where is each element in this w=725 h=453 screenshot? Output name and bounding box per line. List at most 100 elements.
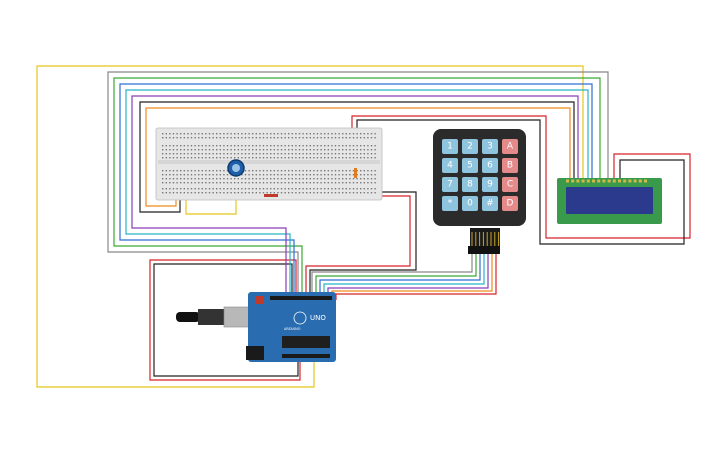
breadboard-hole [165, 133, 167, 135]
keypad-key-label: * [448, 199, 453, 209]
breadboard-hole [345, 145, 347, 147]
breadboard-hole [342, 157, 344, 159]
keypad-key[interactable] [502, 196, 518, 211]
breadboard-hole [298, 174, 301, 176]
breadboard-hole [252, 170, 254, 172]
breadboard-hole [201, 188, 203, 190]
breadboard-hole [295, 149, 297, 151]
breadboard-hole [291, 157, 293, 159]
keypad-key[interactable] [502, 177, 518, 192]
breadboard-hole [273, 174, 275, 176]
breadboard-hole [208, 182, 211, 184]
breadboard-hole [237, 178, 239, 180]
keypad-key[interactable] [442, 158, 458, 173]
breadboard-hole [280, 153, 283, 155]
keypad-key[interactable] [482, 196, 498, 211]
breadboard-hole [298, 192, 301, 194]
breadboard-hole [273, 137, 275, 139]
lcd-pin [623, 179, 627, 183]
breadboard-hole [291, 174, 293, 176]
usb-cable [176, 312, 200, 322]
breadboard-hole [288, 192, 290, 194]
breadboard-hole [190, 170, 193, 172]
breadboard-hole [237, 133, 239, 135]
breadboard-hole [244, 188, 247, 190]
breadboard-hole [198, 192, 200, 194]
breadboard-hole [198, 133, 200, 135]
power-jack [246, 346, 264, 360]
breadboard-hole [198, 153, 200, 155]
keypad-key[interactable] [462, 177, 478, 192]
breadboard-hole [331, 188, 333, 190]
breadboard-hole [219, 170, 221, 172]
breadboard-hole [169, 188, 171, 190]
breadboard-hole [252, 178, 254, 180]
keypad-key[interactable] [502, 158, 518, 173]
breadboard-hole [273, 178, 275, 180]
breadboard-hole [352, 149, 355, 151]
breadboard-hole [259, 145, 261, 147]
breadboard-hole [298, 178, 301, 180]
breadboard-hole [273, 182, 275, 184]
breadboard-hole [280, 178, 283, 180]
breadboard-hole [198, 182, 200, 184]
keypad-key[interactable] [462, 196, 478, 211]
wire-black-bb-arduino [309, 191, 417, 300]
breadboard-hole [363, 145, 365, 147]
breadboard-hole [237, 192, 239, 194]
breadboard-hole [176, 149, 178, 151]
breadboard-hole [334, 149, 337, 151]
keypad-key[interactable] [482, 158, 498, 173]
keypad-key[interactable] [502, 139, 518, 154]
breadboard-hole [345, 157, 347, 159]
breadboard-hole [219, 174, 221, 176]
breadboard-hole [212, 188, 214, 190]
breadboard-hole [255, 153, 257, 155]
breadboard-hole [298, 188, 301, 190]
keypad-key[interactable] [462, 158, 478, 173]
breadboard-hole [259, 157, 261, 159]
breadboard-hole [237, 157, 239, 159]
breadboard-hole [320, 145, 322, 147]
keypad-key[interactable] [442, 139, 458, 154]
breadboard-hole [252, 149, 254, 151]
breadboard-hole [180, 192, 182, 194]
breadboard-hole [162, 192, 164, 194]
breadboard-hole [219, 178, 221, 180]
breadboard-hole [331, 174, 333, 176]
breadboard-hole [356, 157, 358, 159]
keypad-key[interactable] [482, 177, 498, 192]
atmega-chip [282, 336, 330, 348]
breadboard-hole [183, 182, 185, 184]
keypad-key[interactable] [442, 196, 458, 211]
keypad-key[interactable] [482, 139, 498, 154]
breadboard-hole [352, 133, 355, 135]
breadboard-hole [241, 178, 243, 180]
keypad-key[interactable] [442, 177, 458, 192]
breadboard-hole [374, 192, 376, 194]
breadboard-hole [342, 149, 344, 151]
breadboard-hole [270, 153, 272, 155]
breadboard-hole [284, 133, 286, 135]
breadboard-hole [237, 188, 239, 190]
breadboard-hole [226, 174, 229, 176]
breadboard-hole [284, 137, 286, 139]
breadboard-hole [374, 133, 376, 135]
breadboard-hole [169, 157, 171, 159]
breadboard-hole [345, 149, 347, 151]
lcd-pin [633, 179, 637, 183]
breadboard-hole [302, 149, 304, 151]
breadboard-hole [280, 137, 283, 139]
keypad-key[interactable] [462, 139, 478, 154]
wire-purple-top [131, 95, 579, 300]
breadboard-hole [313, 153, 315, 155]
lcd-pin [644, 179, 647, 183]
breadboard-hole [298, 170, 301, 172]
breadboard-hole [176, 188, 178, 190]
breadboard-hole [190, 188, 193, 190]
breadboard-hole [356, 182, 358, 184]
breadboard-hole [360, 170, 362, 172]
breadboard-hole [162, 170, 164, 172]
breadboard-hole [176, 174, 178, 176]
